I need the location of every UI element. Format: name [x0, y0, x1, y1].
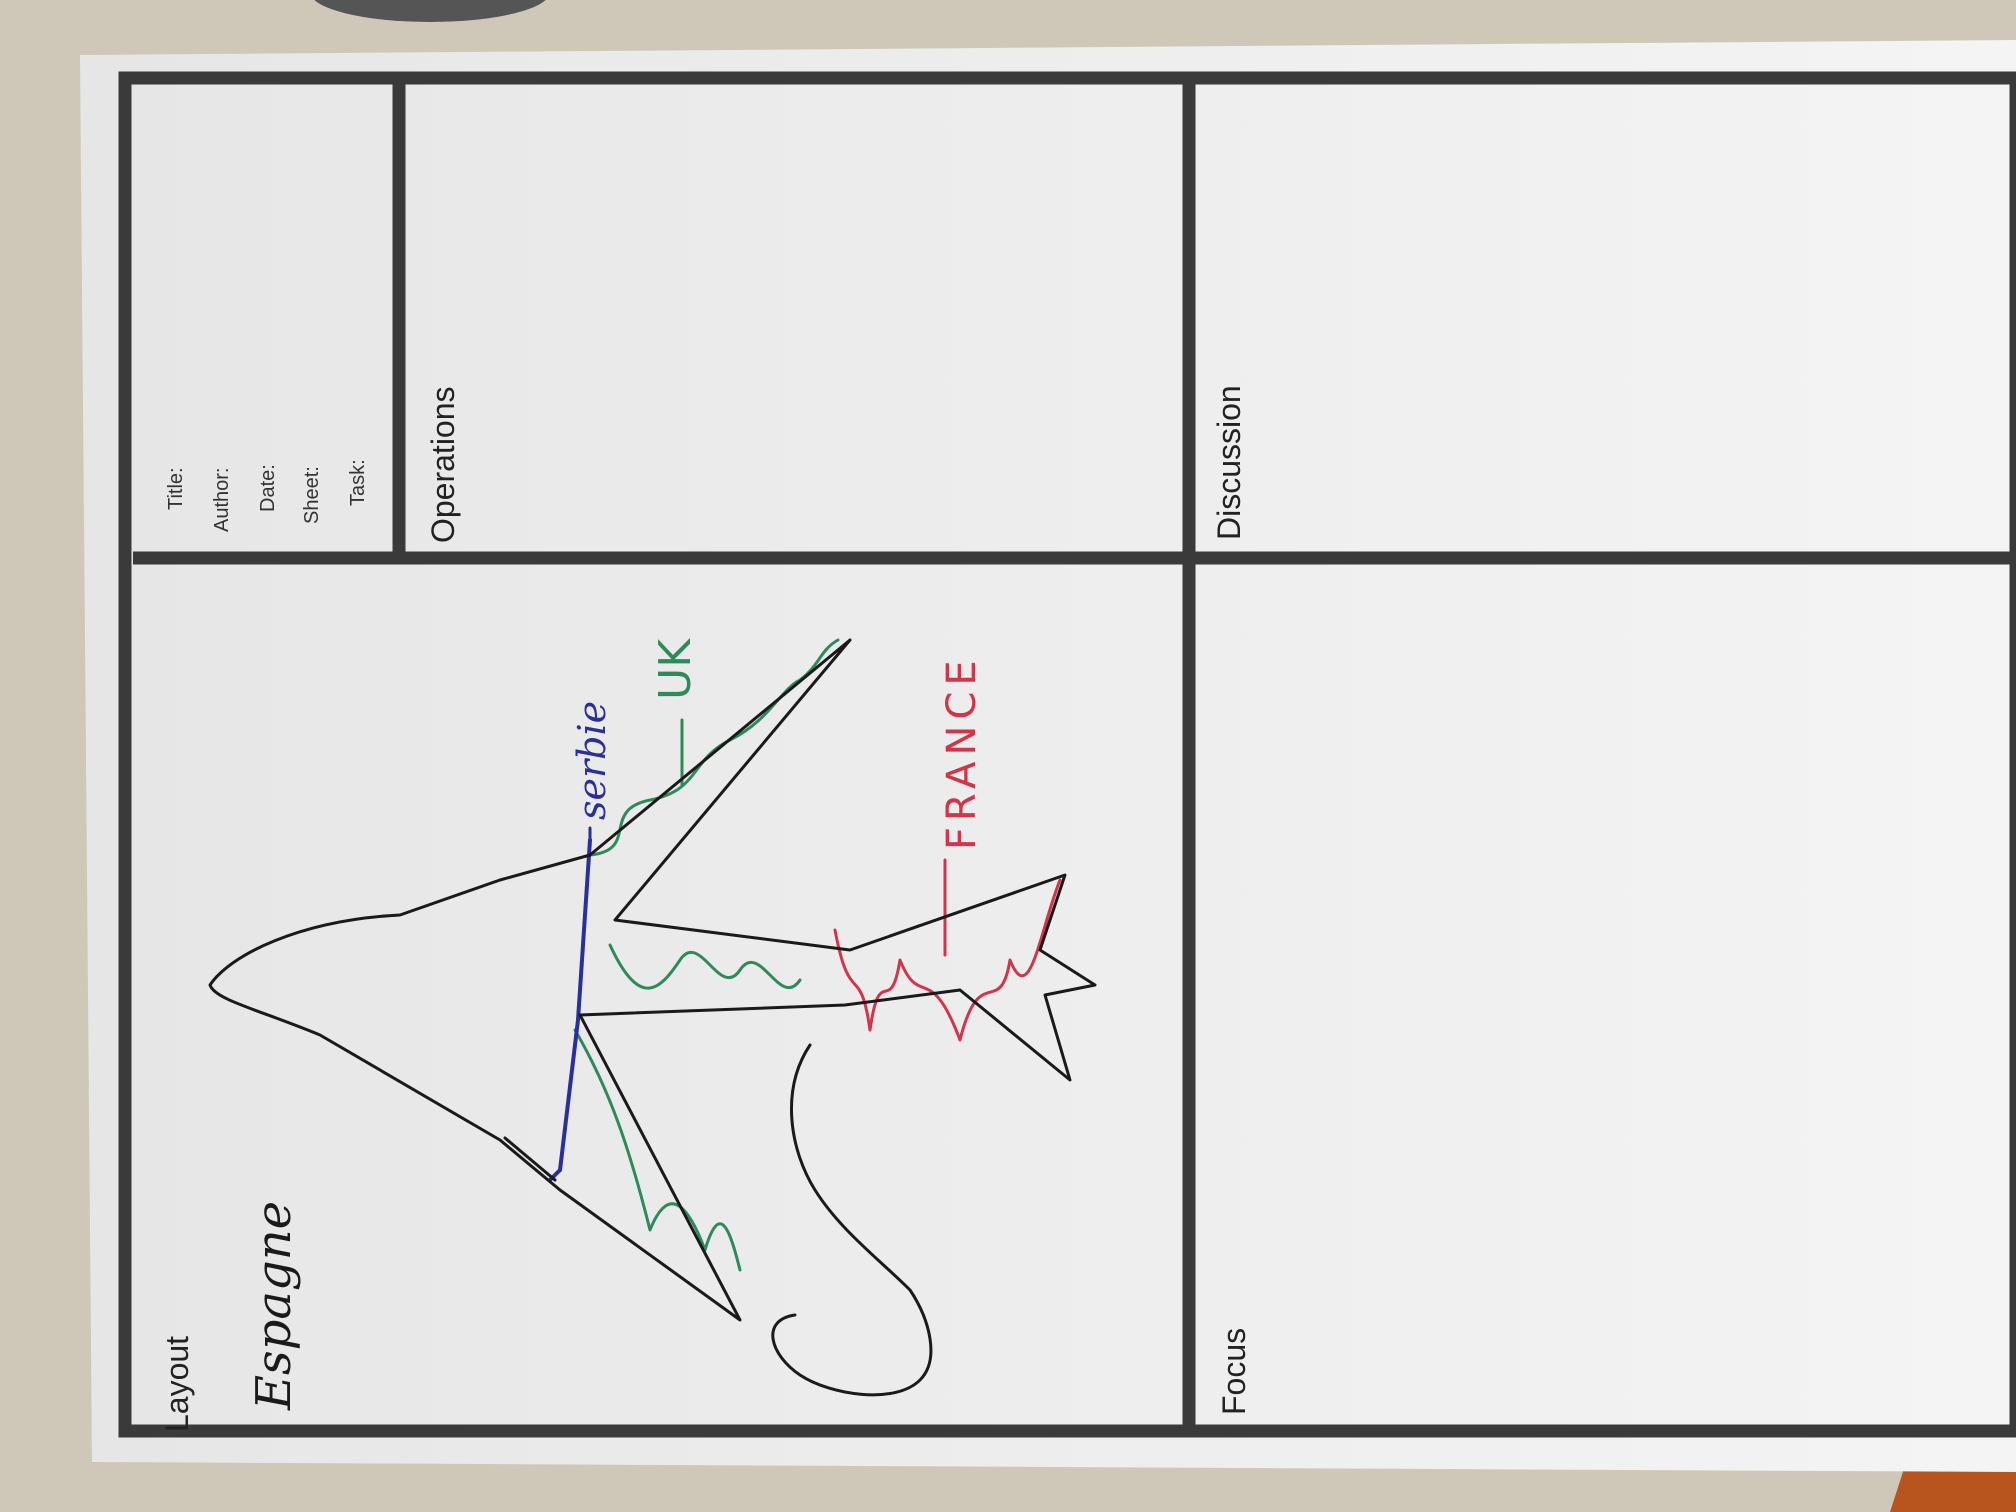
metadata-task: Task:	[347, 459, 369, 506]
uk-squiggle-body	[608, 943, 802, 990]
annotation-espagne: Espagne	[246, 1201, 302, 1411]
dark-object	[314, 0, 546, 22]
france-hatching	[833, 878, 1062, 1042]
metadata-title: Title:	[165, 467, 187, 510]
uk-squiggle-lower-wing	[573, 1028, 742, 1272]
panel-label-layout: Layout	[159, 1336, 195, 1432]
annotation-serbie: serbie	[570, 701, 614, 820]
panel-label-focus: Focus	[1216, 1328, 1252, 1415]
metadata-sheet: Sheet:	[301, 466, 323, 524]
metadata-author: Author:	[211, 468, 233, 532]
paper-sheet	[80, 40, 2016, 1472]
airplane-sketch	[208, 638, 1097, 1397]
metadata-block: Title: Author: Date: Sheet: Task:	[165, 459, 369, 532]
storyboard-frame	[118, 71, 2016, 1438]
metadata-date: Date:	[257, 464, 279, 512]
annotation-france: FRANCE	[939, 654, 985, 850]
panel-label-discussion: Discussion	[1211, 385, 1247, 540]
wing-tip-mark	[503, 1136, 557, 1182]
annotation-uk: UK	[650, 638, 701, 700]
panel-label-operations: Operations	[425, 386, 461, 543]
airplane-outline	[208, 638, 1097, 1322]
tail-loop	[771, 1043, 933, 1397]
